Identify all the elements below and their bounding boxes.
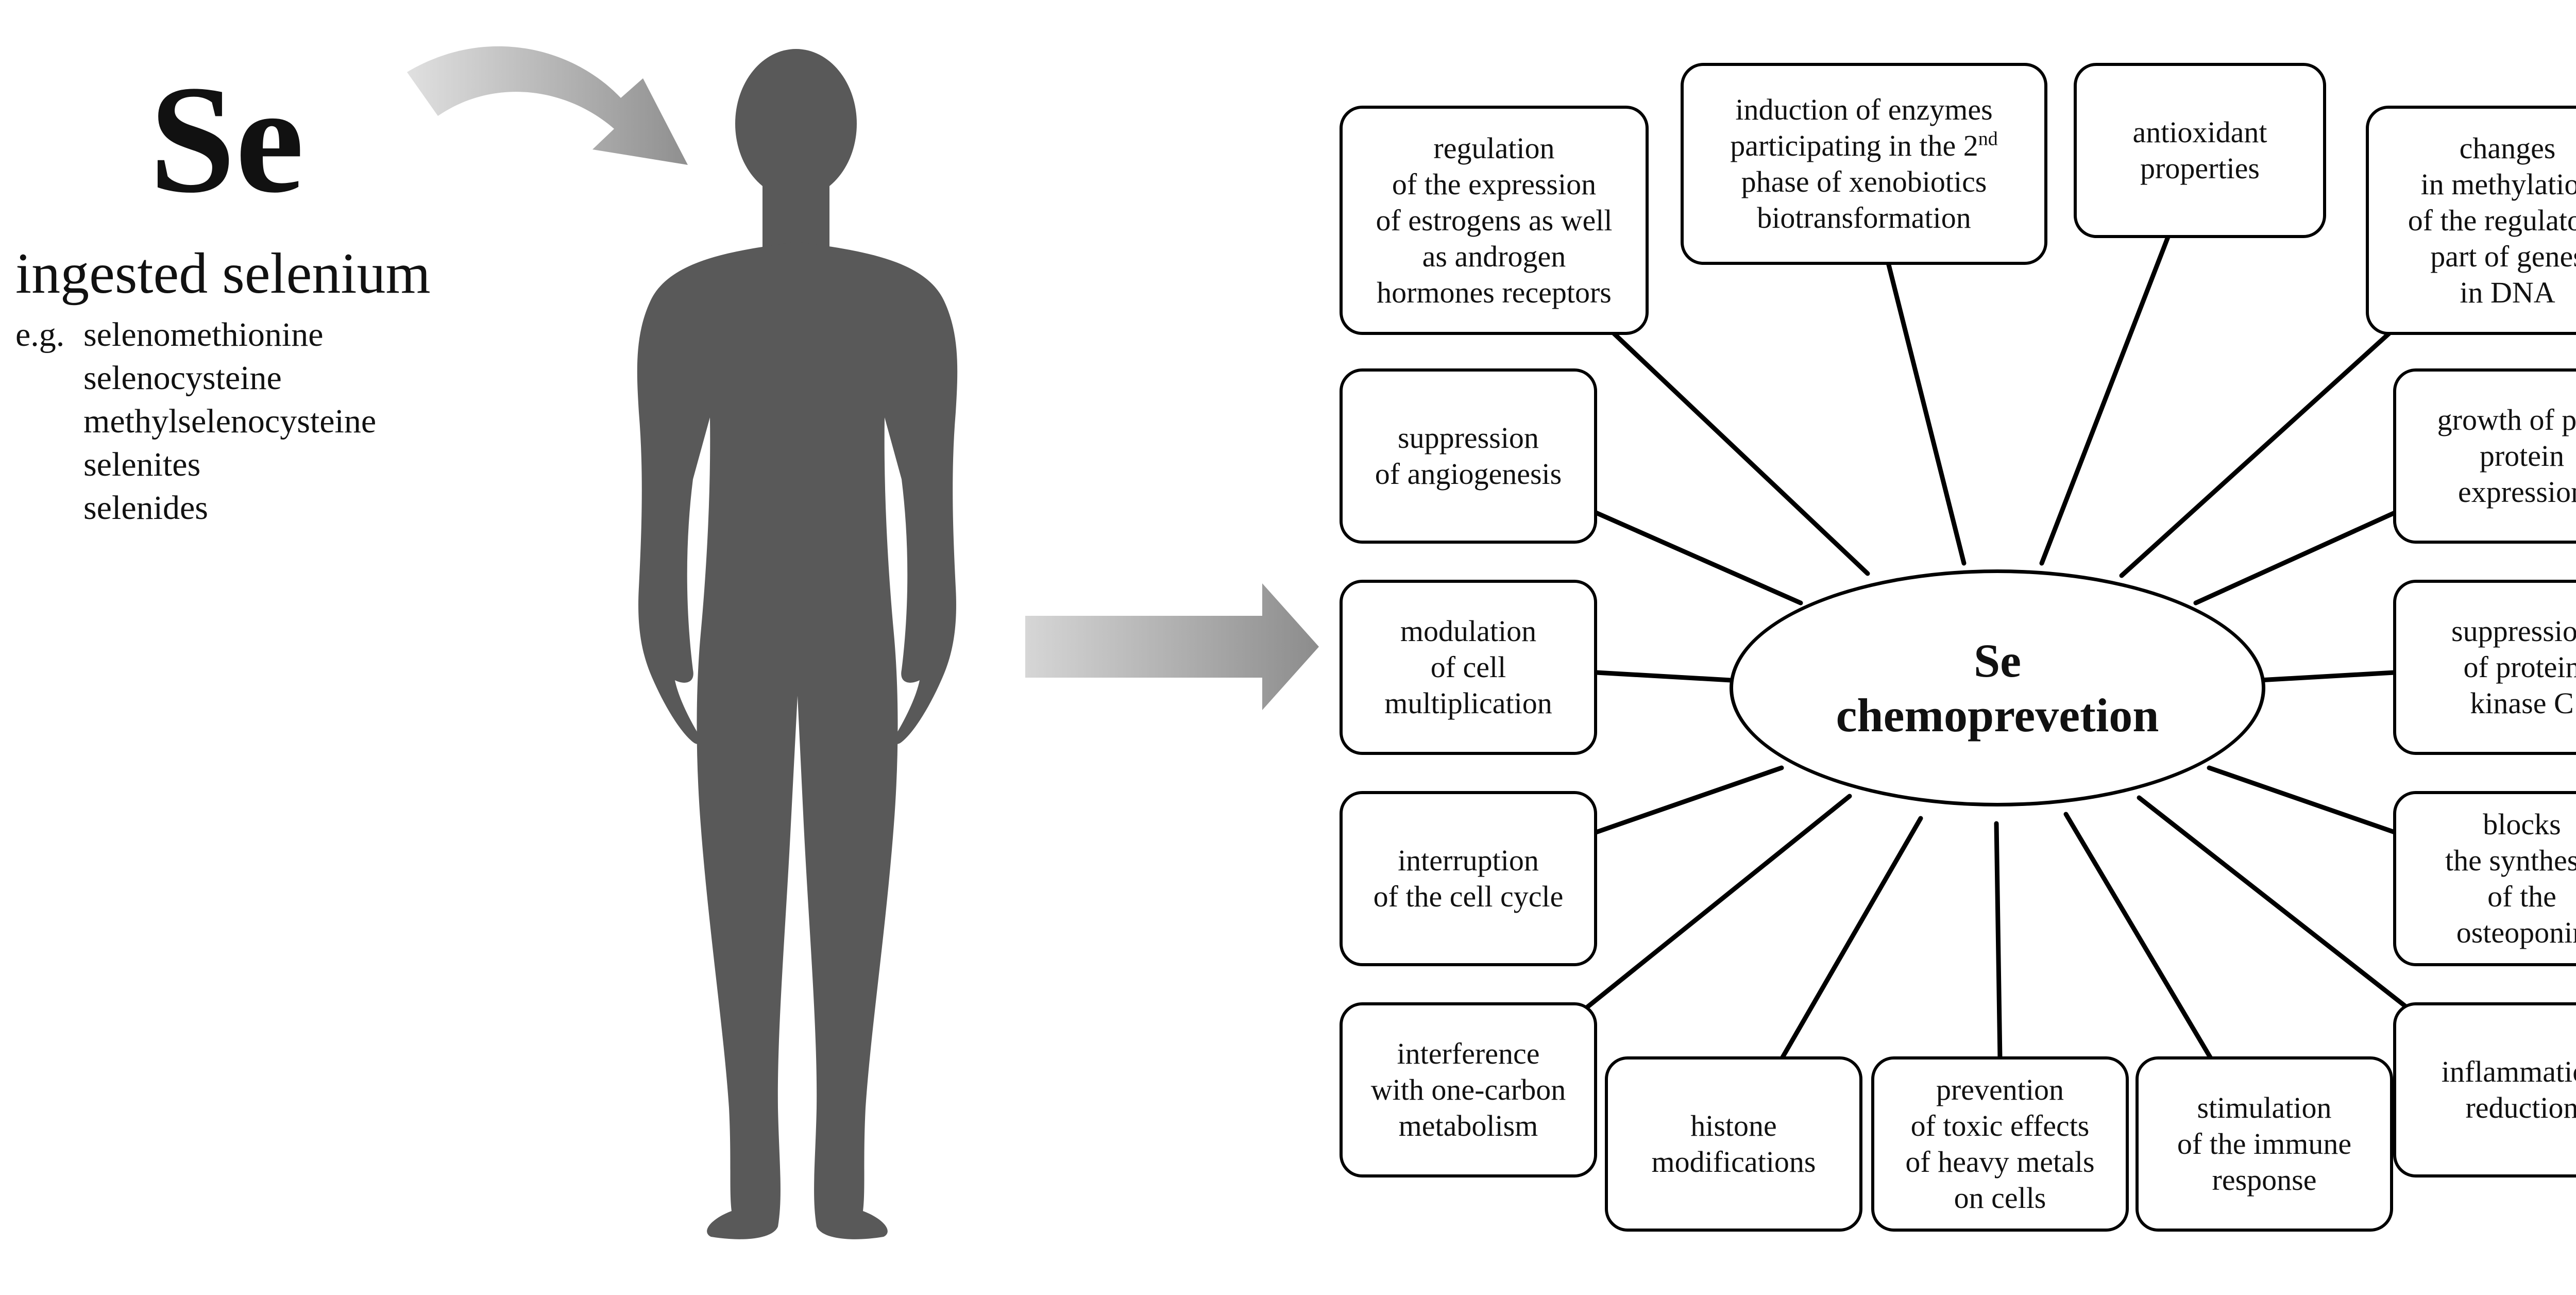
ingested-selenium-title: ingested selenium [15,242,431,306]
box-label: modulation of cell multiplication [1384,614,1552,720]
box-methylation: changes in methylation of the regulatory… [2366,106,2576,335]
connector-histone [1779,816,1923,1062]
example-item: selenocysteine [83,359,282,397]
box-osteoponin: blocks the synthesis of the osteoponin [2393,791,2576,966]
box-induction-enzymes: induction of enzymes participating in th… [1681,63,2047,265]
eg-prefix: e.g. [15,316,65,354]
box-label-superscript: nd [1978,128,1998,150]
connector-one-carbon [1584,794,1852,1010]
connector-methylation [2119,327,2396,578]
box-label-part: phase of xenobiotics biotransformation [1741,165,1987,234]
box-protein-kinase: suppression of protein kinase C [2393,580,2576,755]
box-label: induction of enzymes participating in th… [1730,92,1998,236]
selenium-symbol: Se [149,54,304,225]
connector-osteoponin [2207,765,2397,835]
connector-angiogenesis [1594,510,1803,606]
curved-arrow-icon [407,46,688,165]
example-item: methylselenocysteine [83,402,377,440]
box-label: inflammation reduction [2441,1055,2576,1124]
box-label: changes in methylation of the regulatory… [2408,131,2576,309]
box-cell-cycle: interruption of the cell cycle [1340,791,1597,966]
connector-immune [2063,812,2214,1062]
box-label: prevention of toxic effects of heavy met… [1905,1073,2095,1215]
box-antioxidant: antioxidant properties [2074,63,2326,238]
box-heavy-metals: prevention of toxic effects of heavy met… [1871,1056,2129,1232]
example-item: selenomethionine [83,316,324,354]
box-label-part: induction of enzymes participating in th… [1730,93,1993,162]
box-label: histone modifications [1651,1109,1816,1179]
box-label: antioxidant properties [2132,115,2267,185]
box-inflammation: inflammation reduction [2393,1002,2576,1178]
box-label: growth of p53 protein expression [2437,403,2576,509]
connector-regulation-estrogens [1607,327,1870,576]
center-line-1: Se [1974,634,2021,687]
box-histone: histone modifications [1605,1056,1862,1232]
box-cell-multiplication: modulation of cell multiplication [1340,580,1597,755]
box-label: suppression of protein kinase C [2451,614,2576,720]
box-label: suppression of angiogenesis [1375,421,1562,491]
box-angiogenesis: suppression of angiogenesis [1340,368,1597,544]
box-one-carbon: interference with one-carbon metabolism [1340,1002,1597,1178]
example-item: selenites [83,446,201,483]
box-label: stimulation of the immune response [2177,1091,2352,1197]
connector-induction-enzymes [1886,260,1967,566]
straight-arrow-icon [1025,583,1319,710]
connector-p53 [2193,510,2397,606]
connector-cell-multiplication [1594,670,1734,683]
connector-lines [1584,234,2410,1062]
se-chemoprevention-node: Se chemoprevetion [1730,569,2265,806]
connector-antioxidant [2039,234,2171,566]
example-item: selenides [83,489,208,527]
connector-heavy-metals [1994,821,2003,1062]
box-label: interference with one-carbon metabolism [1370,1037,1566,1142]
box-immune: stimulation of the immune response [2136,1056,2393,1232]
box-label: regulation of the expression of estrogen… [1376,131,1613,309]
connector-cell-cycle [1594,765,1784,835]
box-label: interruption of the cell cycle [1373,844,1564,913]
connector-protein-kinase [2257,670,2397,683]
center-line-2: chemoprevetion [1836,689,2159,742]
connector-inflammation [2137,795,2410,1010]
box-p53: growth of p53 protein expression [2393,368,2576,544]
box-label: blocks the synthesis of the osteoponin [2445,808,2576,949]
box-regulation-estrogens: regulation of the expression of estrogen… [1340,106,1649,335]
human-figure-icon [637,49,958,1239]
